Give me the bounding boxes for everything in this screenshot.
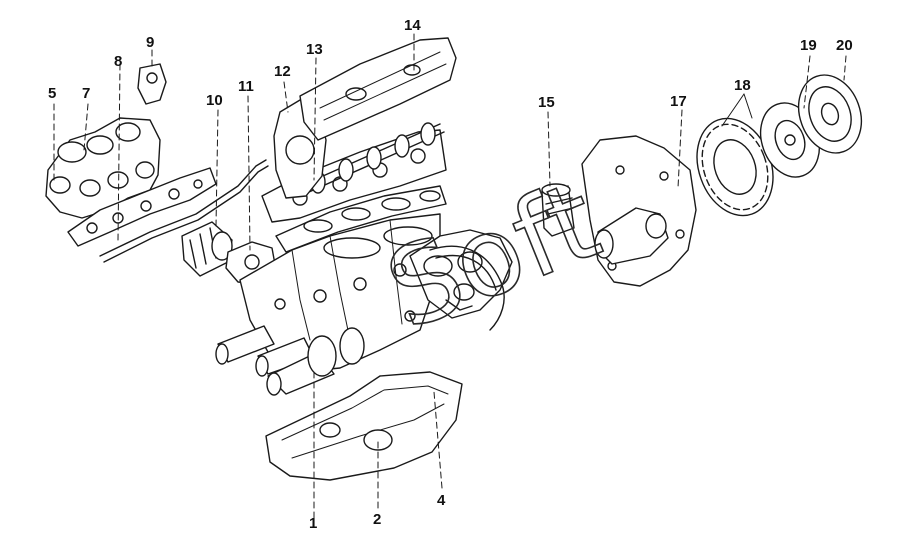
callout-1: 1: [309, 515, 317, 532]
manifold: [45, 117, 217, 247]
watermark: Soft: [371, 158, 615, 354]
callout-14: 14: [404, 17, 421, 34]
oil-pan: [265, 371, 463, 481]
cylinder-block: [239, 213, 441, 373]
callout-2: 2: [373, 511, 381, 528]
callout-19: 19: [800, 37, 817, 54]
callout-numbers: 1 2 4 5 7 8 9 10 11 12 13 14 15 17 18 19…: [48, 17, 853, 532]
callout-11: 11: [238, 78, 254, 95]
leader-lines: [53, 33, 847, 519]
sensor-bracket: [137, 63, 167, 105]
callout-8: 8: [114, 53, 122, 70]
callout-15: 15: [538, 94, 555, 111]
callout-9: 9: [146, 34, 154, 51]
wiring-harness: [429, 245, 505, 331]
callout-5: 5: [48, 85, 56, 102]
callout-13: 13: [306, 41, 323, 58]
callout-12: 12: [274, 63, 291, 80]
callout-10: 10: [206, 92, 223, 109]
callout-4: 4: [437, 492, 446, 509]
callout-17: 17: [670, 93, 687, 110]
callout-20: 20: [836, 37, 853, 54]
crankshaft: [215, 325, 365, 396]
fuel-filter: [541, 183, 575, 237]
oil-filter: [181, 221, 233, 277]
intake-gasket: [409, 229, 513, 319]
starter-motor: [594, 207, 669, 265]
pressure-plate: [797, 74, 863, 154]
valve-cover: [299, 37, 457, 141]
dipstick-tube: [99, 159, 269, 263]
head-gasket: [275, 185, 447, 253]
callout-7: 7: [82, 85, 90, 102]
callout-18: 18: [734, 77, 751, 94]
